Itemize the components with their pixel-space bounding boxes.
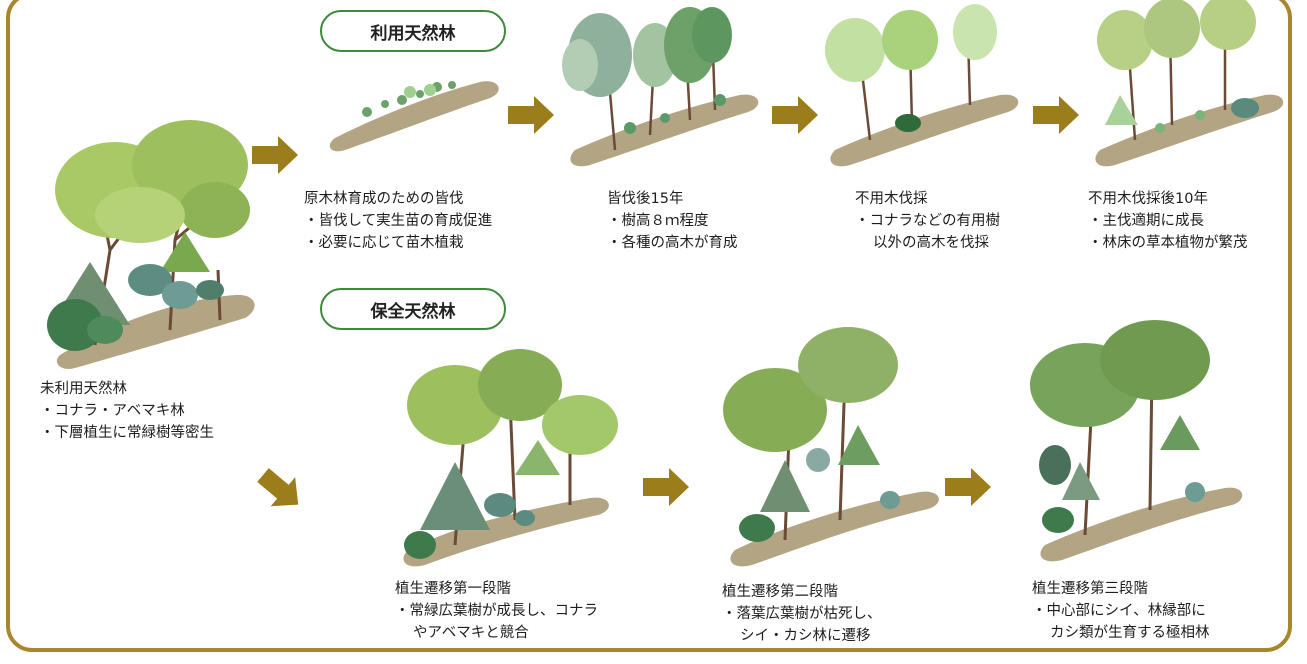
caption-succession-2: 植生遷移第二段階 ・落葉広葉樹が枯死し、 シイ・カシ林に遷移 xyxy=(722,581,882,647)
ground-slope xyxy=(329,81,499,152)
scene-succession-2 xyxy=(723,327,939,567)
caption-line: カシ類が生育する極相林 xyxy=(1050,625,1210,641)
caption-line: ・常緑広葉樹が成長し、コナラ xyxy=(395,603,598,619)
caption-line: ・コナラなどの有用樹 xyxy=(855,213,1000,229)
caption-title: 植生遷移第三段階 xyxy=(1032,581,1148,597)
caption-line: ・皆伐して実生苗の育成促進 xyxy=(304,213,493,229)
caption-succession-1: 植生遷移第一段階 ・常緑広葉樹が成長し、コナラ やアベマキと競合 xyxy=(395,578,598,644)
caption-line: ・必要に応じて苗木植栽 xyxy=(304,235,464,251)
ground-slope xyxy=(830,94,1019,167)
scene-succession-1 xyxy=(403,349,618,567)
caption-line: ・樹高８ｍ程度 xyxy=(607,213,709,229)
caption-title: 植生遷移第二段階 xyxy=(722,584,838,600)
caption-line: シイ・カシ林に遷移 xyxy=(740,628,871,644)
caption-title: 不用木伐採後10年 xyxy=(1088,191,1208,207)
caption-line: ・コナラ・アベマキ林 xyxy=(40,403,185,419)
label-riyou-text: 利用天然林 xyxy=(370,23,456,44)
arrow-right-3 xyxy=(772,96,818,134)
scene-10-years-after xyxy=(1095,0,1284,167)
scene-succession-3 xyxy=(1030,320,1243,562)
caption-line: ・各種の高木が育成 xyxy=(607,235,738,251)
caption-title: 植生遷移第一段階 xyxy=(395,581,511,597)
diagram-frame xyxy=(6,0,1292,652)
arrow-right-5 xyxy=(643,468,689,506)
caption-title: 原木林育成のための皆伐 xyxy=(304,191,464,207)
label-hozen-tennenrin: 保全天然林 xyxy=(320,288,506,330)
caption-title: 未利用天然林 xyxy=(40,381,127,397)
ground-slope xyxy=(1040,487,1243,562)
caption-unused-forest: 未利用天然林 ・コナラ・アベマキ林 ・下層植生に常緑樹等密生 xyxy=(40,378,214,444)
caption-title: 不用木伐採 xyxy=(855,191,928,207)
scene-selective-cut xyxy=(825,4,1019,167)
caption-line: 以外の高木を伐採 xyxy=(873,235,989,251)
ground-slope xyxy=(570,94,759,167)
arrow-right-2 xyxy=(508,96,554,134)
ground-slope xyxy=(56,294,255,369)
caption-15-years: 皆伐後15年 ・樹高８ｍ程度 ・各種の高木が育成 xyxy=(607,188,738,254)
caption-selective-cut: 不用木伐採 ・コナラなどの有用樹 以外の高木を伐採 xyxy=(855,188,1000,254)
caption-clearcut: 原木林育成のための皆伐 ・皆伐して実生苗の育成促進 ・必要に応じて苗木植栽 xyxy=(304,188,492,254)
ground-slope xyxy=(730,491,939,567)
caption-line: ・主伐適期に成長 xyxy=(1088,213,1204,229)
label-hozen-text: 保全天然林 xyxy=(370,301,456,322)
arrow-diagonal xyxy=(250,460,311,520)
ground-slope xyxy=(403,497,609,567)
caption-line: やアベマキと競合 xyxy=(413,625,529,641)
caption-10-years-after: 不用木伐採後10年 ・主伐適期に成長 ・林床の草本植物が繁茂 xyxy=(1088,188,1248,254)
arrow-right-6 xyxy=(945,468,991,506)
caption-title: 皆伐後15年 xyxy=(607,191,684,207)
scene-clearcut xyxy=(329,81,499,152)
arrow-right-1 xyxy=(252,136,298,174)
caption-line: ・中心部にシイ、林縁部に xyxy=(1032,603,1206,619)
arrow-right-4 xyxy=(1033,96,1079,134)
caption-succession-3: 植生遷移第三段階 ・中心部にシイ、林縁部に カシ類が生育する極相林 xyxy=(1032,578,1210,644)
scene-unused-forest xyxy=(47,120,255,369)
caption-line: ・落葉広葉樹が枯死し、 xyxy=(722,606,882,622)
label-riyou-tennenrin: 利用天然林 xyxy=(320,10,506,52)
caption-line: ・下層植生に常緑樹等密生 xyxy=(40,425,214,441)
scene-15-years xyxy=(562,7,759,167)
caption-line: ・林床の草本植物が繁茂 xyxy=(1088,235,1248,251)
